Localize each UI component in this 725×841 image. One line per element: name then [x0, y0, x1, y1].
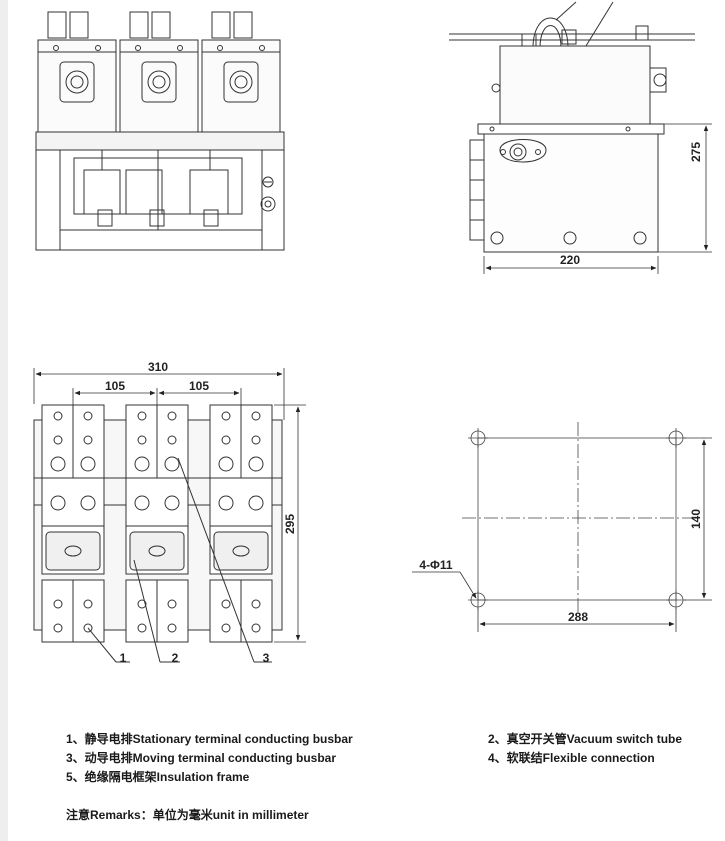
- remarks: 注意Remarks：单位为毫米unit in millimeter: [66, 808, 309, 822]
- callout-3: 3: [263, 651, 270, 665]
- mounting-plan: [462, 422, 692, 614]
- dim-side-height: 275: [689, 142, 703, 162]
- legend-item-1: 1、静导电排Stationary terminal conducting bus…: [66, 732, 353, 746]
- legend-item-4: 4、软联结Flexible connection: [488, 751, 655, 765]
- dim-top-pitch-2: 105: [189, 379, 209, 393]
- pole-3: [209, 404, 273, 643]
- side-dimensions: [483, 123, 712, 274]
- dim-mount-holes: 4-Φ11: [419, 558, 453, 572]
- legend-item-2: 2、真空开关管Vacuum switch tube: [488, 732, 683, 746]
- dim-mount-width: 288: [568, 610, 588, 624]
- pole-2: [125, 404, 189, 643]
- dim-top-pitch-1: 105: [105, 379, 125, 393]
- front-view: [35, 11, 285, 251]
- top-view: [33, 404, 283, 663]
- top-dimensions: [33, 368, 306, 643]
- dim-side-width: 220: [560, 253, 580, 267]
- legend-item-3: 3、动导电排Moving terminal conducting busbar: [66, 751, 337, 765]
- callout-1: 1: [120, 651, 127, 665]
- dim-top-overall-width: 310: [148, 360, 168, 374]
- legend-item-5: 5、绝缘隔电框架Insulation frame: [66, 770, 250, 784]
- dim-top-depth: 295: [283, 514, 297, 534]
- mount-dimensions: [412, 437, 712, 632]
- callout-2: 2: [172, 651, 179, 665]
- pole-1: [41, 404, 105, 643]
- side-view: [449, 1, 695, 253]
- dim-mount-height: 140: [689, 509, 703, 529]
- page-margin-strip: [0, 0, 8, 841]
